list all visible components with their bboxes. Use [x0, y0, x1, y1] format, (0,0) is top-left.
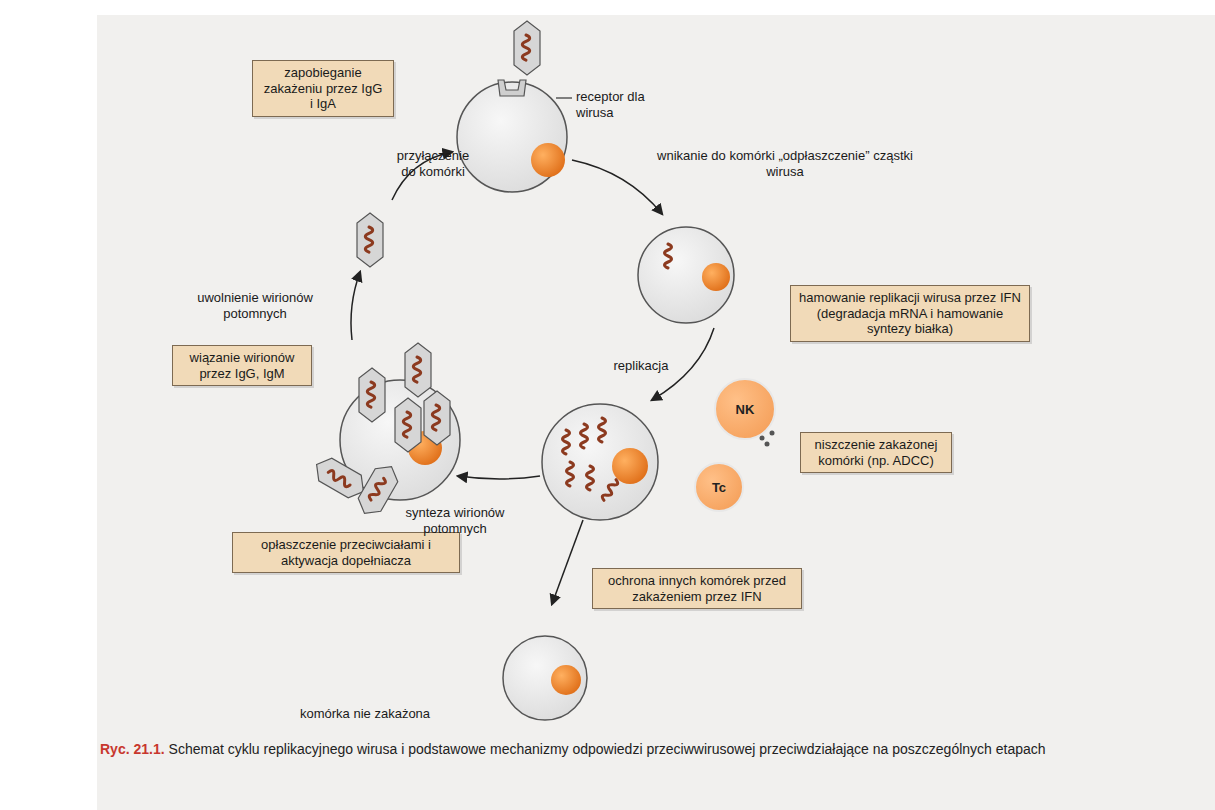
mechanism-box: niszczenie zakażonej komórki (np. ADCC) — [800, 432, 952, 473]
virion — [395, 398, 421, 452]
virion — [359, 368, 385, 422]
viral-genome — [403, 412, 410, 437]
node-text: opłaszczenie przeciwciałami i aktywacja … — [241, 537, 451, 568]
figure-number: Ryc. 21.1. — [100, 741, 165, 757]
virion — [514, 21, 540, 75]
viral-genome — [581, 424, 588, 448]
viral-genome — [368, 476, 387, 501]
node-text: ochrona innych komórek przed zakażeniem … — [601, 573, 793, 604]
immune-cell: Tc — [694, 462, 744, 512]
cycle-arrow — [458, 476, 540, 479]
node-text: niszczenie zakażonej komórki (np. ADCC) — [809, 437, 943, 468]
mechanism-box: zapobieganie zakażeniu przez IgG i IgA — [252, 60, 394, 117]
node-text: Tc — [712, 480, 726, 495]
mechanism-box: hamowanie replikacji wirusa przez IFN (d… — [790, 285, 1030, 342]
step-label: przyłączenie do komórki — [388, 148, 478, 179]
virion — [357, 213, 383, 267]
viral-genome — [413, 357, 420, 382]
viral-genome — [367, 382, 374, 407]
viral-genome — [326, 469, 351, 488]
mechanism-box: wiązanie wirionów przez IgG, IgM — [172, 345, 312, 386]
cycle-arrow — [351, 272, 360, 340]
step-label: uwolnienie wirionów potomnych — [170, 290, 340, 321]
cycle-arrow — [552, 520, 583, 604]
receptor — [498, 80, 526, 96]
virion — [353, 460, 403, 520]
nucleus — [531, 143, 565, 177]
viral-genomes — [563, 244, 672, 502]
viral-genome — [432, 405, 439, 430]
figure-caption: Ryc. 21.1.Schemat cyklu replikacyjnego w… — [100, 740, 1110, 759]
node-text: zapobieganie zakażeniu przez IgG i IgA — [261, 65, 385, 112]
cycle-arrow — [572, 160, 662, 214]
step-label: wnikanie do komórki „odpłaszczenie” cząs… — [640, 148, 930, 179]
cell — [638, 227, 734, 323]
viral-genome — [587, 466, 594, 490]
viral-genome — [601, 478, 619, 502]
mechanism-box: ochrona innych komórek przed zakażeniem … — [592, 568, 802, 609]
step-label: receptor dla wirusa — [576, 89, 666, 120]
viral-genome — [567, 462, 574, 486]
uninfected-cell: komórka nie zakażona — [296, 630, 596, 730]
node-text: komórka nie zakażona — [300, 706, 430, 721]
virion — [405, 343, 431, 397]
leader-line — [556, 97, 572, 98]
node-text: hamowanie replikacji wirusa przez IFN (d… — [799, 290, 1021, 337]
nucleus — [612, 448, 648, 484]
viral-genome — [522, 35, 529, 60]
viral-genome — [599, 418, 606, 442]
viral-genome — [365, 227, 372, 252]
cell — [457, 82, 567, 192]
node-text: wiązanie wirionów przez IgG, IgM — [181, 350, 303, 381]
immune-cell: NK — [714, 378, 776, 440]
step-label: replikacja — [596, 358, 686, 374]
step-label: synteza wirionów potomnych — [380, 505, 530, 536]
viral-genome — [563, 430, 570, 454]
cell — [542, 404, 658, 520]
mechanism-box: opłaszczenie przeciwciałami i aktywacja … — [232, 532, 460, 573]
viral-genome — [665, 244, 672, 268]
photo-ground — [97, 15, 1215, 810]
virion — [424, 391, 450, 445]
caption-text: Schemat cyklu replikacyjnego wirusa i po… — [169, 741, 1046, 757]
node-text: NK — [736, 402, 755, 417]
nucleus — [702, 263, 730, 291]
